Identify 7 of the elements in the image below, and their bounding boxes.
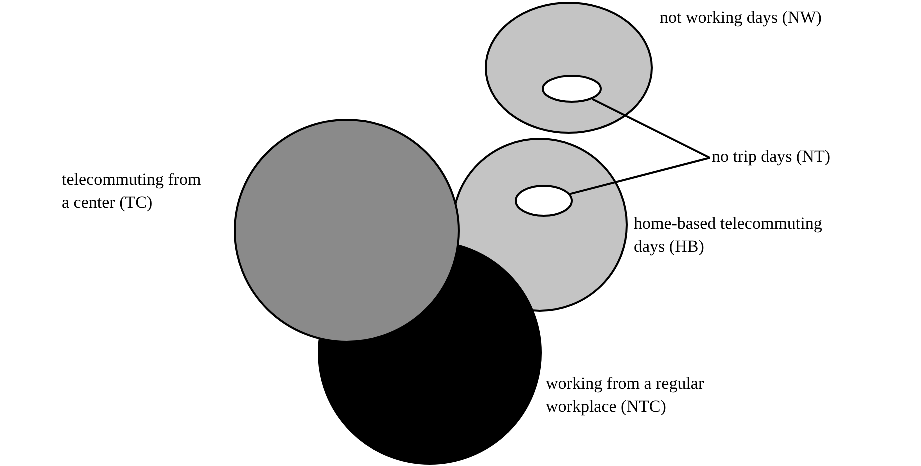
circle-caption: working from a regular workplace (NTC): [546, 373, 706, 418]
circle-caption: telecommuting from a center (TC): [62, 169, 202, 214]
leader-line: [592, 98, 710, 159]
circle-caption: home-based telecommuting days (HB): [634, 213, 824, 258]
circle-caption: not working days (NW): [660, 7, 823, 29]
node-label: no trip days (NT): [712, 146, 832, 168]
leader-line: [570, 157, 710, 196]
